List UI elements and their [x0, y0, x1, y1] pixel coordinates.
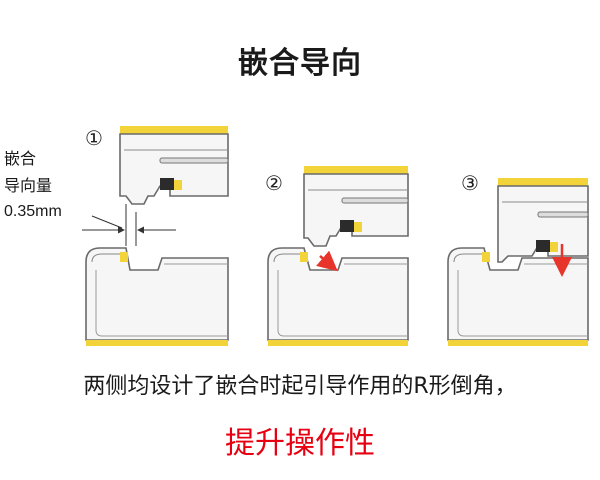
annotation-label-line1: 嵌合 [4, 151, 37, 168]
step-1-marker: ① [85, 126, 103, 150]
plating-strip [120, 126, 228, 134]
step-2-receptacle [267, 247, 409, 346]
step-3-receptacle [447, 247, 589, 346]
annotation-label-line2: 导向量 [4, 178, 53, 195]
step-2-plug [303, 166, 409, 247]
step-1-receptacle [85, 247, 229, 346]
guide-slide-arrow [316, 250, 338, 272]
step-3-marker: ③ [461, 171, 479, 195]
page-title: 嵌合导向 [238, 46, 362, 81]
annotation-value: 0.35mm [4, 203, 62, 220]
step-1-plug [119, 126, 229, 205]
step-2-marker: ② [265, 171, 283, 195]
guide-dimension [82, 204, 176, 246]
step-1: ① [82, 126, 229, 346]
step-2: ② [265, 166, 409, 346]
step-3: ③ [447, 171, 589, 346]
caption-text: 两侧均设计了嵌合时起引导作用的R形倒角， [83, 374, 517, 399]
step-3-plug [497, 178, 589, 263]
highlight-text: 提升操作性 [225, 426, 375, 461]
